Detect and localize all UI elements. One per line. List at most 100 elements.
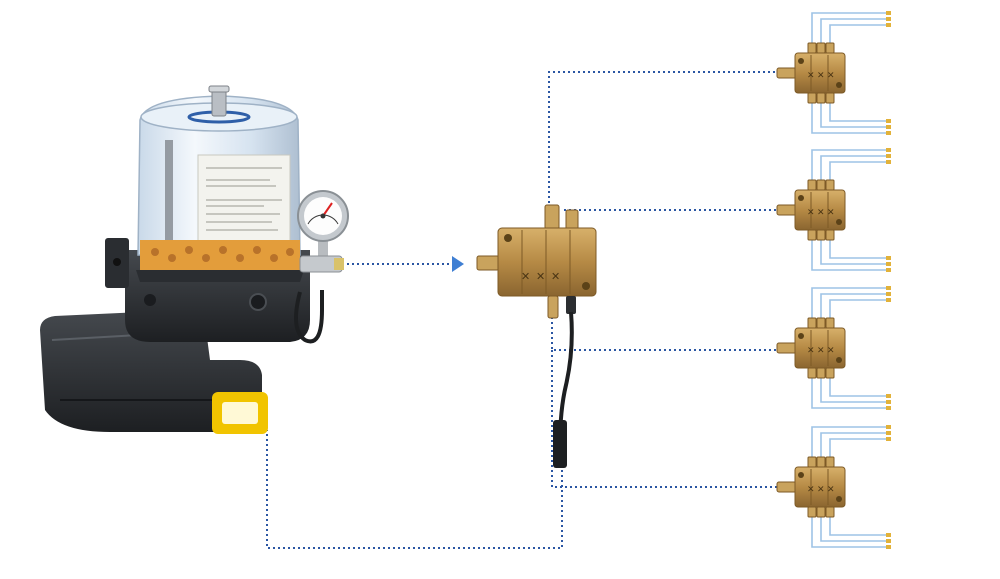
outlet-tube	[829, 438, 888, 467]
outlet-fitting	[825, 367, 835, 379]
outlet-tube	[811, 287, 888, 328]
outlet-tube	[829, 299, 888, 328]
outlet-fitting	[825, 42, 835, 54]
tube-tip	[886, 148, 891, 152]
tube-tip	[886, 125, 891, 129]
tube-tip	[886, 262, 891, 266]
outlet-fitting	[807, 456, 817, 468]
outlet-fitting	[807, 42, 817, 54]
line-to-sub-distributor-3	[551, 312, 778, 351]
outlet-fitting	[825, 179, 835, 191]
tube-tip	[886, 286, 891, 290]
tube-tip	[886, 425, 891, 429]
outlet-tube	[811, 12, 888, 53]
tube-tip	[886, 17, 891, 21]
connection-lines	[266, 71, 778, 549]
outlet-fitting	[807, 506, 817, 518]
tube-tip	[886, 160, 891, 164]
outlet-tube	[820, 293, 888, 328]
marking-glyph: ✕	[827, 207, 835, 217]
outlet-tube	[820, 93, 888, 128]
secondary-distributor-4: ✕✕✕	[776, 425, 891, 549]
tube-tip	[886, 11, 891, 15]
tube-tip	[886, 131, 891, 135]
outlet-tube	[829, 230, 888, 259]
marking-glyph: ✕	[817, 207, 825, 217]
marking-glyph: ✕	[807, 70, 815, 80]
marking-glyph: ✕	[827, 484, 835, 494]
outlet-fitting	[807, 317, 817, 329]
main-progressive-distributor: ✕ ✕ ✕	[476, 204, 597, 468]
outlet-fitting	[825, 506, 835, 518]
outlet-tube	[829, 93, 888, 122]
outlet-tube	[829, 507, 888, 536]
marking-glyph: ✕	[817, 70, 825, 80]
outlet-fitting	[816, 506, 826, 518]
distributor-block-icon	[794, 466, 846, 508]
outlet-tube	[820, 507, 888, 542]
tube-tip	[886, 394, 891, 398]
inlet-fitting	[776, 481, 798, 493]
outlet-tube	[811, 149, 888, 190]
outlet-tube	[820, 432, 888, 467]
secondary-distributor-3: ✕✕✕	[776, 286, 891, 410]
distributor-block-icon	[794, 189, 846, 231]
outlet-tube	[829, 161, 888, 190]
secondary-distributor-2: ✕✕✕	[776, 148, 891, 272]
line-to-sub-distributor-4	[551, 350, 778, 488]
outlet-fitting	[807, 92, 817, 104]
outlet-tube	[811, 230, 888, 271]
line-to-pump-indicator	[266, 430, 563, 549]
outlet-tube	[829, 368, 888, 397]
tube-tip	[886, 406, 891, 410]
outlet-fitting	[807, 179, 817, 191]
tube-tip	[886, 539, 891, 543]
svg-text:✕: ✕	[536, 271, 545, 283]
outlet-tube	[820, 18, 888, 53]
reservoir-label-plate	[197, 154, 291, 248]
inlet-fitting	[776, 204, 798, 216]
svg-text:✕: ✕	[551, 271, 560, 283]
secondary-distributor-1: ✕✕✕	[776, 11, 891, 135]
tube-tip	[886, 119, 891, 123]
outlet-tube	[820, 230, 888, 265]
outlet-fitting	[816, 456, 826, 468]
outlet-tube	[811, 507, 888, 548]
pressure-gauge-icon	[297, 190, 349, 260]
marking-glyph: ✕	[817, 345, 825, 355]
outlet-fitting	[825, 317, 835, 329]
outlet-fitting	[816, 317, 826, 329]
tube-tip	[886, 431, 891, 435]
tube-tip	[886, 533, 891, 537]
distributor-block-icon	[794, 327, 846, 369]
outlet-fitting	[816, 92, 826, 104]
outlet-tube	[829, 24, 888, 53]
lubrication-pump	[40, 85, 349, 434]
outlet-fitting	[816, 179, 826, 191]
tube-tip	[886, 268, 891, 272]
outlet-fitting	[816, 367, 826, 379]
inlet-fitting	[776, 67, 798, 79]
feed-arrow-icon	[452, 256, 464, 272]
tube-tip	[886, 256, 891, 260]
marking-glyph: ✕	[807, 484, 815, 494]
inlet-fitting	[776, 342, 798, 354]
marking-glyph: ✕	[827, 70, 835, 80]
outlet-tube	[811, 426, 888, 467]
outlet-fitting	[825, 92, 835, 104]
tube-tip	[886, 298, 891, 302]
tube-tip	[886, 400, 891, 404]
outlet-fitting	[816, 229, 826, 241]
svg-text:✕: ✕	[521, 271, 530, 283]
outlet-tube	[820, 368, 888, 403]
outlet-tube	[811, 93, 888, 134]
tube-tip	[886, 154, 891, 158]
outlet-fitting	[816, 42, 826, 54]
marking-glyph: ✕	[817, 484, 825, 494]
tube-tip	[886, 437, 891, 441]
outlet-tube	[820, 155, 888, 190]
marking-glyph: ✕	[827, 345, 835, 355]
tube-tip	[886, 292, 891, 296]
marking-glyph: ✕	[807, 207, 815, 217]
tube-tip	[886, 23, 891, 27]
